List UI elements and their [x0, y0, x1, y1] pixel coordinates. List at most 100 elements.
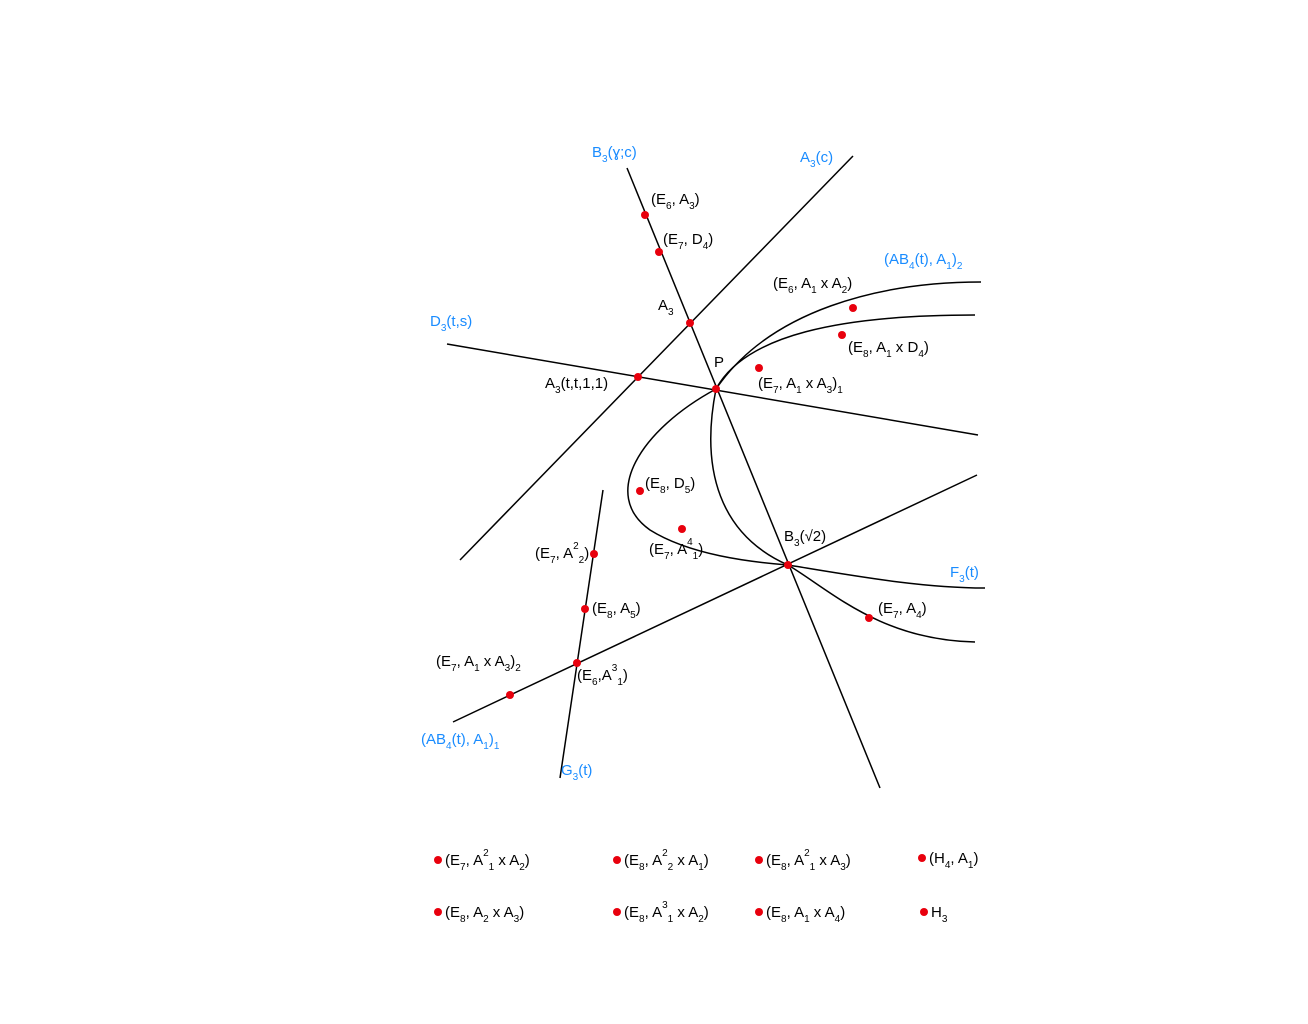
point-label-e-7a-1a-32-part: 3 — [505, 663, 511, 674]
legend-label-e-7a-12a-2-part: 2 — [519, 862, 525, 873]
point-label-e-7a-22-part: , A — [556, 545, 574, 562]
legend-label-e-8a-22a-1-part: (E — [624, 852, 639, 869]
point-label-e-8a-1d-4-part: , A — [869, 339, 887, 356]
legend-label-e-8a-1a-4-part: 4 — [835, 914, 841, 925]
legend-label-h-4a-1-part: (H — [929, 850, 945, 867]
point-label-b-3sqrt-2-part: (√2) — [800, 528, 827, 545]
point-label-b-3sqrt-2-part: B — [784, 528, 794, 545]
legend-label-h-3-part: 3 — [942, 914, 948, 925]
point-label-e-7d-4-part: 4 — [703, 241, 709, 252]
point-label-b-3sqrt-2-part: 3 — [794, 538, 800, 549]
family-label-ab-4a-11-part: (t), A — [452, 731, 484, 748]
legend-label-h-4a-1-part: , A — [950, 850, 968, 867]
point-label-e-7a-22-part: 2 — [573, 541, 579, 552]
legend-label-e-8a-12a-3-part: 1 — [810, 862, 816, 873]
legend-label-e-8a-1a-4-part: (E — [766, 904, 781, 921]
legend-label-e-8a-12a-3-part: x A — [815, 852, 840, 869]
legend-label-e-8a-1a-4: (E8, A1 x A4) — [766, 904, 845, 925]
point-label-e-6a-3: (E6, A3) — [651, 191, 700, 212]
legend-label-e-8a-13a-2-part: x A — [673, 904, 698, 921]
family-label-ab-4a-12-part: 2 — [957, 261, 963, 272]
point-label-e-8a-1d-4-part: 1 — [886, 349, 892, 360]
curve-loop-e8-d5 — [627, 388, 986, 589]
legend-label-h-4a-1-part: 4 — [945, 860, 951, 871]
point-label-e-7a-1a-32-part: ) — [510, 653, 515, 670]
legend-label-e-8a-13a-2-part: 8 — [639, 914, 645, 925]
legend-label-e-8a-13a-2-part: 2 — [698, 914, 704, 925]
legend-label-e-8a-13a-2-part: 3 — [662, 900, 668, 911]
legend-label-e-8a-12a-3-part: 3 — [840, 862, 846, 873]
point-label-e-6a-1a-2-part: 1 — [811, 285, 817, 296]
family-label-ab-4a-11-part: 1 — [483, 741, 489, 752]
point-e8-a5 — [581, 605, 589, 613]
point-label-p-part: P — [714, 354, 724, 371]
family-label-a-3c: A3(c) — [800, 149, 833, 170]
point-label-e-7a-14-part: 4 — [687, 537, 693, 548]
legend-label-e-8a-2a-3-part: 2 — [483, 914, 489, 925]
point-label-e-6a-13-part: 6 — [592, 677, 598, 688]
point-label-e-7a-22-part: 2 — [579, 555, 585, 566]
family-label-d-3ts-part: D — [430, 313, 441, 330]
points — [506, 211, 873, 699]
point-e7-a22 — [590, 550, 598, 558]
legend-marker-e-8a-2a-3 — [434, 908, 442, 916]
point-label-e-7a-1a-32: (E7, A1 x A3)2 — [436, 653, 521, 674]
legend-label-e-8a-2a-3-part: x A — [489, 904, 514, 921]
point-b3-sqrt2 — [784, 561, 792, 569]
point-label-e-7a-14-part: , A — [670, 541, 688, 558]
family-label-d-3ts-part: (t,s) — [446, 313, 472, 330]
point-e8-a1d4 — [838, 331, 846, 339]
point-label-e-6a-1a-2-part: 6 — [788, 285, 794, 296]
point-label-e-7a-4-part: ) — [922, 600, 927, 617]
legend-label-h-3-part: H — [931, 904, 942, 921]
point-e7-a14 — [678, 525, 686, 533]
family-label-b-3gc-part: B — [592, 144, 602, 161]
legend-label-e-8a-2a-3-part: ) — [519, 904, 524, 921]
legend-label-e-8a-12a-3: (E8, A21 x A3) — [766, 848, 851, 873]
legend-label-e-8a-12a-3-part: 2 — [804, 848, 810, 859]
legend-label-e-8a-22a-1: (E8, A22 x A1) — [624, 848, 709, 873]
legend-label-e-8a-13a-2-part: (E — [624, 904, 639, 921]
legend-label-e-8a-13a-2-part: 1 — [668, 914, 674, 925]
point-label-e-6a-3-part: 3 — [689, 201, 695, 212]
point-e7-d4 — [655, 248, 663, 256]
point-label-e-6a-1a-2: (E6, A1 x A2) — [773, 275, 852, 296]
family-label-g-3t-part: 3 — [573, 772, 579, 783]
family-label-a-3c-part: (c) — [816, 149, 834, 166]
legend-label-e-8a-12a-3-part: , A — [787, 852, 805, 869]
point-label-e-7a-1a-31-part: , A — [779, 375, 797, 392]
point-label-e-8d-5-part: (E — [645, 475, 660, 492]
point-label-e-7a-22-part: ) — [584, 545, 589, 562]
point-label-e-6a-13-part: (E — [577, 667, 592, 684]
point-label-e-8a-5-part: ) — [636, 600, 641, 617]
legend-label-e-8a-2a-3-part: 3 — [514, 914, 520, 925]
family-label-g-3t-part: G — [561, 762, 573, 779]
point-label-e-8a-5-part: 8 — [607, 610, 613, 621]
point-label-e-7a-1a-32-part: x A — [480, 653, 505, 670]
point-label-e-8a-1d-4-part: 4 — [918, 349, 924, 360]
point-label-e-7a-22: (E7, A22) — [535, 541, 589, 566]
point-label-e-7a-1a-31-part: x A — [802, 375, 827, 392]
point-label-e-8a-1d-4: (E8, A1 x D4) — [848, 339, 929, 360]
family-label-ab-4a-12-part: (AB — [884, 251, 909, 268]
point-label-e-7d-4-part: , D — [684, 231, 703, 248]
family-label-ab-4a-11-part: ) — [489, 731, 494, 748]
point-label-e-6a-13-part: ) — [623, 667, 628, 684]
point-label-e-8a-5-part: (E — [592, 600, 607, 617]
legend-marker-e-7a-12a-2 — [434, 856, 442, 864]
legend-marker-e-8a-22a-1 — [613, 856, 621, 864]
point-label-e-6a-3-part: ) — [695, 191, 700, 208]
point-e8-d5 — [636, 487, 644, 495]
legend-label-e-8a-2a-3-part: , A — [466, 904, 484, 921]
point-label-e-8a-1d-4-part: ) — [924, 339, 929, 356]
legend-label-e-8a-12a-3-part: 8 — [781, 862, 787, 873]
legend-label-e-8a-12a-3-part: ) — [846, 852, 851, 869]
legend-marker-e-8a-1a-4 — [755, 908, 763, 916]
point-label-b-3sqrt-2: B3(√2) — [784, 528, 826, 549]
point-label-e-7d-4: (E7, D4) — [663, 231, 713, 252]
legend-label-e-7a-12a-2-part: ) — [525, 852, 530, 869]
legend-label-e-8a-2a-3-part: (E — [445, 904, 460, 921]
point-label-e-7a-1a-32-part: 1 — [474, 663, 480, 674]
family-label-a-3c-part: A — [800, 149, 810, 166]
